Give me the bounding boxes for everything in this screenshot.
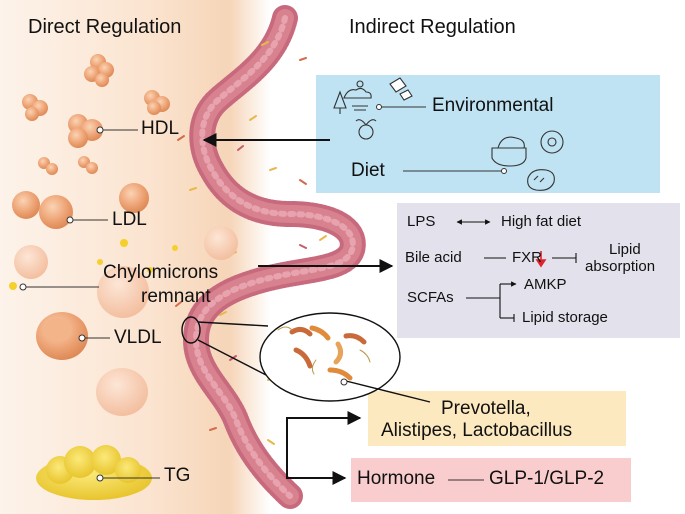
ldl-label: LDL bbox=[112, 209, 147, 230]
main-arrows bbox=[202, 133, 394, 485]
bacteria-box bbox=[368, 391, 626, 446]
environmental-label: Environmental bbox=[432, 95, 554, 116]
chylomicron-particles bbox=[14, 226, 238, 318]
hdl-particle bbox=[68, 114, 104, 148]
mechanism-box bbox=[397, 203, 680, 338]
bile-acid-label: Bile acid bbox=[405, 249, 462, 266]
hdl-label: HDL bbox=[141, 118, 180, 139]
lipid-leader-lines bbox=[26, 129, 160, 479]
glp-label: GLP-1/GLP-2 bbox=[489, 468, 605, 489]
vldl-particle bbox=[36, 312, 88, 360]
mechanism-lines bbox=[456, 219, 577, 322]
environmental-diet-box bbox=[316, 75, 660, 193]
diet-label: Diet bbox=[351, 160, 385, 181]
lipid-storage-label: Lipid storage bbox=[522, 309, 608, 326]
lipid-absorption-label-1: Lipid bbox=[609, 241, 641, 258]
small-cluster-2 bbox=[78, 156, 98, 174]
small-cluster-1 bbox=[38, 157, 58, 175]
environment-icons bbox=[333, 77, 564, 191]
large-particle bbox=[96, 368, 148, 416]
tg-label: TG bbox=[164, 465, 191, 486]
hdl-cluster-top bbox=[84, 54, 114, 87]
chylomicrons-label: Chylomicrons bbox=[103, 262, 219, 283]
indirect-regulation-title: Indirect Regulation bbox=[349, 16, 516, 38]
lipid-absorption-label-2: absorption bbox=[585, 258, 656, 275]
bacteria-line-1: Prevotella, bbox=[441, 398, 531, 419]
yellow-dots bbox=[9, 239, 178, 290]
vldl-label: VLDL bbox=[114, 327, 162, 348]
amkp-label: AMKP bbox=[524, 276, 567, 293]
arrow-to-bacteria bbox=[286, 411, 362, 478]
bacteria-inset bbox=[277, 325, 371, 386]
direct-regulation-title: Direct Regulation bbox=[28, 16, 182, 38]
env-leader-lines bbox=[376, 104, 507, 174]
tg-fat-cluster bbox=[36, 445, 152, 500]
high-fat-diet-label: High fat diet bbox=[501, 213, 582, 230]
lipid-particles bbox=[9, 54, 238, 500]
arrow-to-hormone bbox=[286, 440, 347, 485]
ldl-particles bbox=[12, 183, 149, 229]
hormone-box bbox=[351, 458, 631, 502]
magnifier bbox=[181, 312, 431, 403]
hdl-cluster-left bbox=[22, 94, 48, 121]
fxr-label: FXR bbox=[512, 249, 542, 266]
fxr-down-arrow-icon bbox=[535, 251, 547, 268]
bacteria-line-2: Alistipes, Lactobacillus bbox=[381, 420, 573, 441]
hdl-cluster-right bbox=[144, 90, 170, 115]
hormone-label: Hormone bbox=[357, 468, 436, 489]
intestine bbox=[187, 9, 362, 505]
scfas-label: SCFAs bbox=[407, 289, 454, 306]
chylomicrons-remnant-label: remnant bbox=[141, 286, 211, 307]
lps-label: LPS bbox=[407, 213, 436, 230]
